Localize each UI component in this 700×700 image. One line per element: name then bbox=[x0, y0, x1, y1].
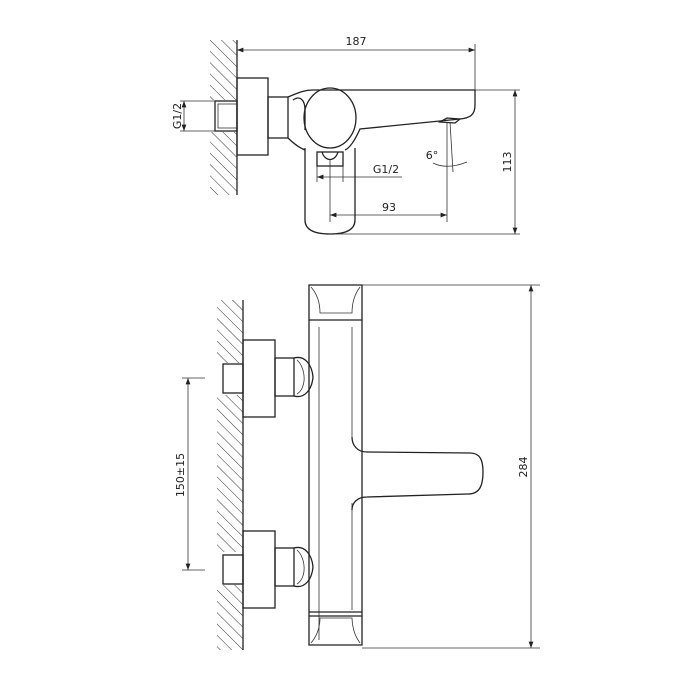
dim-wall-thread: G1/2 bbox=[171, 100, 215, 132]
wall-fitting bbox=[214, 100, 238, 132]
angle-label: 6° bbox=[426, 149, 439, 162]
dim-187: 187 bbox=[237, 35, 476, 90]
centers-label: 150±15 bbox=[174, 453, 187, 497]
dim-284: 284 bbox=[362, 284, 540, 649]
top-view: 187 G1/2 G1/2 93 6° bbox=[171, 35, 520, 235]
wall-thread-label: G1/2 bbox=[171, 103, 184, 129]
neck bbox=[267, 96, 289, 139]
total-height-label: 284 bbox=[517, 457, 530, 478]
height-label: 113 bbox=[501, 152, 514, 173]
dim-150: 150±15 bbox=[174, 377, 205, 571]
spout bbox=[351, 436, 484, 511]
dim-outlet-thread: G1/2 bbox=[316, 163, 402, 182]
thermostat-body bbox=[308, 284, 363, 646]
dim-angle: 6° bbox=[426, 121, 468, 173]
flange bbox=[236, 77, 269, 156]
outlet-offset-label: 93 bbox=[382, 201, 396, 214]
dim-113: 113 bbox=[330, 89, 520, 235]
upper-inlet bbox=[222, 339, 314, 418]
dim-93: 93 bbox=[329, 122, 448, 222]
handle-disc bbox=[303, 87, 357, 149]
outlet-thread-label: G1/2 bbox=[373, 163, 399, 176]
wall-hatch bbox=[210, 40, 238, 195]
wall-hatch-front bbox=[217, 300, 244, 650]
front-view: 150±15 284 bbox=[174, 284, 540, 650]
lower-inlet bbox=[222, 530, 314, 609]
dim-length-label: 187 bbox=[346, 35, 367, 48]
